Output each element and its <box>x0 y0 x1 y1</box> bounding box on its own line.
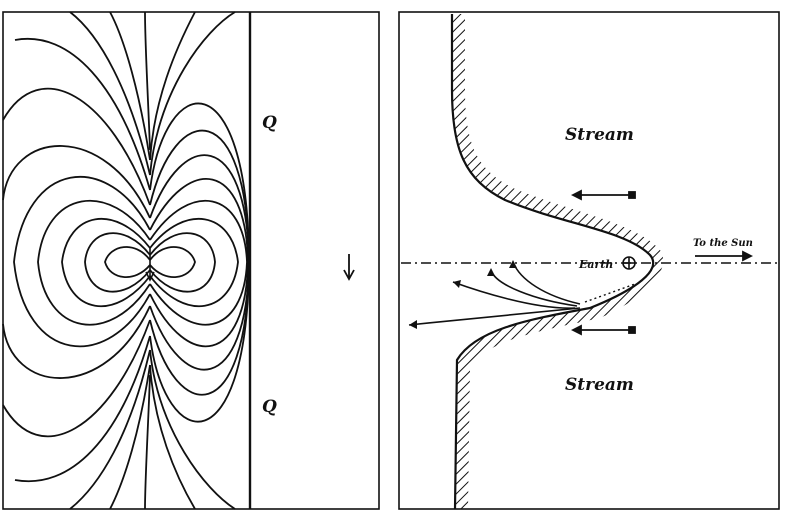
q-label-lower: Q <box>262 397 277 417</box>
field-lines-right <box>149 11 250 510</box>
dipole-source-icon <box>145 248 155 282</box>
stream-label-upper: Stream <box>565 125 634 145</box>
trajectory-arrowheads <box>409 260 517 329</box>
stream-label-lower: Stream <box>565 375 634 395</box>
stream-arrows <box>570 189 636 336</box>
left-panel: Q Q <box>0 0 390 519</box>
right-diagram: Stream Stream Earth To the Sun <box>398 11 780 510</box>
particle-dots <box>584 283 636 303</box>
left-diagram: Q Q <box>2 11 380 510</box>
left-frame <box>2 11 380 510</box>
to-sun-label: To the Sun <box>693 238 753 249</box>
field-lines-left <box>2 11 151 510</box>
right-panel: Stream Stream Earth To the Sun <box>395 0 786 519</box>
earth-label: Earth <box>578 258 613 271</box>
q-label-upper: Q <box>262 113 277 133</box>
down-arrow-icon <box>343 254 355 281</box>
boundary-hatching <box>452 14 664 509</box>
right-frame <box>398 11 780 510</box>
to-sun-arrow <box>695 250 754 262</box>
earth-symbol-icon <box>622 256 636 270</box>
